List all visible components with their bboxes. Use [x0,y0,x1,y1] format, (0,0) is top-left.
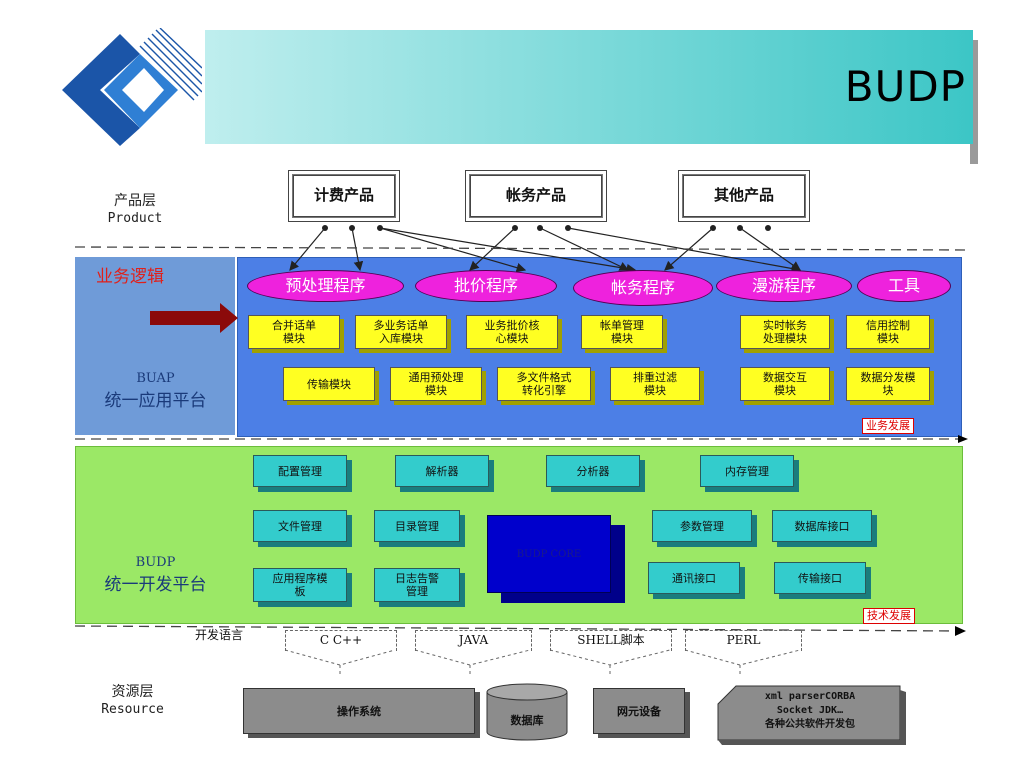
module-transfer: 传输模块 [283,367,375,401]
module-memory-management: 内存管理 [700,455,794,487]
resource-layer-label: 资源层 Resource [85,683,180,719]
module-generic-preprocess: 通用预处理 模块 [390,367,482,401]
module-bill-management: 帐单管理 模块 [581,315,663,349]
module-credit-control: 信用控制 模块 [846,315,930,349]
module-rating-core: 业务批价核 心模块 [466,315,558,349]
module-database-interface: 数据库接口 [772,510,872,542]
module-data-exchange: 数据交互 模块 [740,367,830,401]
module-realtime-accounting: 实时帐务 处理模块 [740,315,830,349]
module-parser: 解析器 [395,455,489,487]
module-multi-cdr-import: 多业务话单 入库模块 [355,315,447,349]
resource-os: 操作系统 [243,688,475,734]
business-development-tag: 业务发展 [862,418,914,434]
module-multiformat-engine: 多文件格式 转化引擎 [497,367,591,401]
budp-platform-label: BUDP 统一开发平台 [78,552,233,596]
budp-core-block: BUDP CORE [487,515,611,593]
lang-shell: SHELL脚本 [550,630,672,651]
module-dedup-filter: 排重过滤 模块 [610,367,700,401]
program-accounting: 帐务程序 [573,270,713,306]
module-transfer-interface: 传输接口 [774,562,866,594]
title-banner [205,30,973,144]
module-config-management: 配置管理 [253,455,347,487]
module-parameter-management: 参数管理 [652,510,752,542]
product-accounting: 帐务产品 [465,170,607,222]
slide-title: BUDP [844,62,966,111]
resource-layer-cn: 资源层 [111,684,154,700]
lang-c-cpp: C C++ [285,630,397,651]
program-tools: 工具 [857,270,951,302]
product-other: 其他产品 [678,170,810,222]
resource-layer-en: Resource [101,702,164,717]
product-layer-label: 产品层 Product [95,192,175,228]
program-preprocess: 预处理程序 [247,270,404,302]
buap-cn-label: 统一应用平台 [104,391,207,411]
resource-database: 数据库 [510,714,544,727]
budp-cn-label: 统一开发平台 [104,575,207,595]
resource-network-element: 网元设备 [593,688,685,734]
buap-short-label: BUAP [136,371,175,386]
module-directory-management: 目录管理 [374,510,460,542]
module-merge-cdr: 合并话单 模块 [248,315,340,349]
budp-short-label: BUDP [135,555,176,570]
module-data-distribution: 数据分发模 块 [846,367,930,401]
business-logic-label: 业务逻辑 [96,267,164,287]
lang-perl: PERL [685,630,802,651]
module-communication-interface: 通讯接口 [648,562,740,594]
product-billing: 计费产品 [288,170,400,222]
module-log-alarm: 日志告警 管理 [374,568,460,602]
program-roaming: 漫游程序 [716,270,852,302]
company-logo-icon [62,28,202,146]
header-shadow [970,40,978,164]
module-file-management: 文件管理 [253,510,347,542]
product-layer-en: Product [107,211,163,226]
lang-java: JAVA [415,630,532,651]
buap-platform-label: BUAP 统一应用平台 [78,368,233,412]
program-rating: 批价程序 [415,270,557,302]
dev-language-label: 开发语言 [195,628,244,642]
product-layer-cn: 产品层 [114,193,156,209]
buap-label-panel [75,257,235,435]
resource-sdk-packages: xml parserCORBA Socket JDK… 各种公共软件开发包 [764,691,856,730]
technology-development-tag: 技术发展 [863,608,915,624]
module-analyzer: 分析器 [546,455,640,487]
module-app-template: 应用程序模 板 [253,568,347,602]
